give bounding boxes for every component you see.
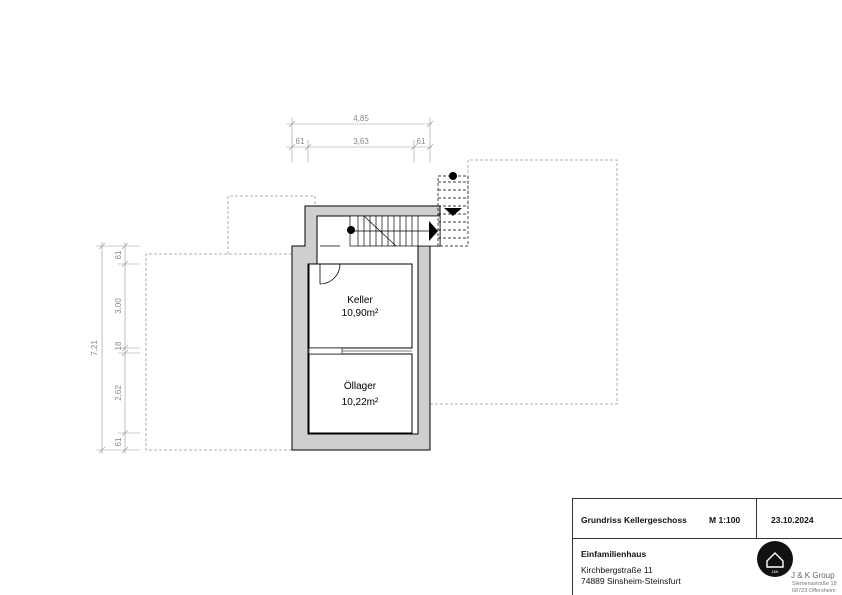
door-swing <box>319 245 341 285</box>
drawing-date: 23.10.2024 <box>771 515 814 525</box>
company-street: Siemensstraße 18 <box>792 581 837 587</box>
company-name: J & K Group <box>791 571 835 580</box>
project-name: Einfamilienhaus <box>581 549 647 559</box>
upper-stair-arrow <box>444 208 462 216</box>
title-block-header: Grundriss Kellergeschoss M 1:100 23.10.2… <box>573 499 842 539</box>
door-gap <box>308 347 343 355</box>
title-block-divider <box>756 499 757 539</box>
dim-top-left: 61 <box>296 137 305 146</box>
room-oellager-frame <box>308 353 413 434</box>
dim-left-seg1: 61 <box>114 250 123 259</box>
logo-text: J&K <box>771 569 779 574</box>
dim-left-seg5: 61 <box>114 437 123 446</box>
room-oellager-area: 10,22m² <box>342 397 379 408</box>
drawing-scale: M 1:100 <box>709 515 741 525</box>
dim-left-seg3: 18 <box>114 341 123 350</box>
title-block: Grundriss Kellergeschoss M 1:100 23.10.2… <box>572 498 842 595</box>
upper-stair-dot <box>449 172 457 180</box>
company-logo-icon: J&K <box>757 541 793 577</box>
room-keller-frame <box>308 263 413 349</box>
dim-top-middle: 3,63 <box>353 137 369 146</box>
staircase <box>349 215 441 247</box>
company-city: 68723 Offersheim <box>792 588 836 594</box>
project-street: Kirchbergstraße 11 <box>581 565 653 575</box>
top-dimension-lines <box>286 118 434 162</box>
stair-start-dot <box>347 226 355 234</box>
dim-top-total: 4,85 <box>353 114 369 123</box>
dim-left-seg2: 3,00 <box>114 298 123 314</box>
room-oellager-name: Öllager <box>344 380 377 392</box>
dim-left-seg4: 2,62 <box>114 385 123 401</box>
left-dimension-lines <box>96 242 140 454</box>
dim-left-total: 7,21 <box>90 340 99 356</box>
drawing-title: Grundriss Kellergeschoss <box>581 515 687 525</box>
room-keller-name: Keller <box>347 295 373 306</box>
stair-direction-arrow <box>429 221 438 241</box>
room-keller-area: 10,90m² <box>342 308 379 319</box>
dim-top-right: 61 <box>417 137 426 146</box>
project-city: 74889 Sinsheim-Steinsfurt <box>581 576 681 586</box>
dashed-outline <box>145 159 618 451</box>
